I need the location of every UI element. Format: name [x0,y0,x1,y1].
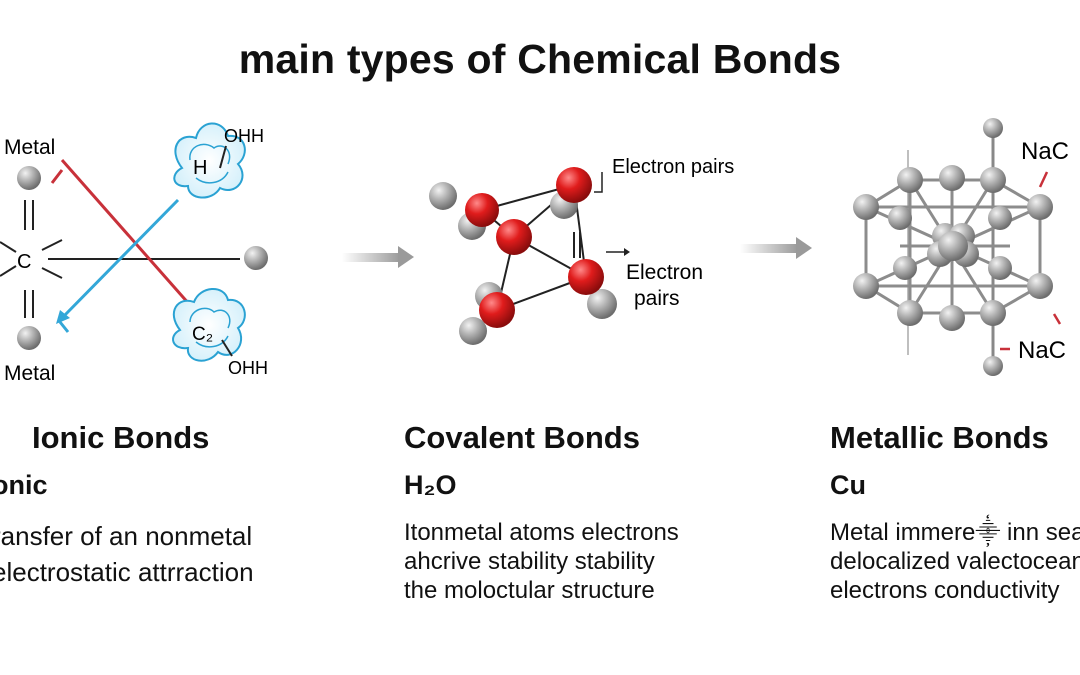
metallic-lattice: NaC NaC [853,118,1069,376]
ionic-diagram: Metal C Metal [0,122,268,385]
metal-atom [980,300,1006,326]
covalent-gray-atom [429,182,457,210]
covalent-red-atom [465,193,499,227]
covalent-diagram: Electron pairs Electron pairs [429,156,734,345]
metal-atom [983,118,1003,138]
covalent-column: Covalent Bonds H₂O Itonmetal atoms elect… [404,418,679,605]
electron-pairs-label-mid-2: pairs [634,287,680,310]
arrow-ionic-to-covalent [342,246,414,268]
bond-diagram: Metal C Metal [0,118,1069,385]
ionic-desc-line: ransfer of an nonmetal [0,521,253,551]
metallic-subheading: Cu [830,470,866,500]
orbital-top-atom: H [193,157,207,179]
metallic-desc-line: delocalized valectocean [830,548,1080,575]
covalent-desc-line: the moloctular structure [404,577,655,604]
arrow-covalent-to-metallic [740,237,812,259]
ionic-subheading: onic [0,470,48,500]
covalent-desc-line: Itonmetal atoms electrons [404,519,679,546]
covalent-red-atom [479,292,515,328]
metal-atom [853,273,879,299]
metallic-column: Metallic Bonds Cu Metal immere⸎ inn sea … [830,418,1080,605]
covalent-gray-atom [587,289,617,319]
metal-bottom-atom [17,326,41,350]
covalent-description: Itonmetal atoms electrons ahcrive stabil… [404,518,679,605]
ionic-description: ransfer of an nonmetal electrostatic att… [0,518,254,590]
metal-atom [983,356,1003,376]
metal-top-atom [17,166,41,190]
orbital-bottom-atom: C₂ [192,324,213,345]
orbital-bottom-label: OHH [228,358,268,378]
metal-atom [939,165,965,191]
covalent-red-atom [568,259,604,295]
metallic-description: Metal immere⸎ inn sea delocalized valect… [830,518,1080,605]
metal-atom [853,194,879,220]
metal-atom [888,206,912,230]
metal-atom [1027,273,1053,299]
metal-atom [897,167,923,193]
ionic-desc-line: electrostatic attrraction [0,557,254,587]
covalent-red-atom [556,167,592,203]
nacl-label-top: NaC [1021,138,1069,165]
covalent-subheading: H₂O [404,470,457,500]
metallic-heading: Metallic Bonds [830,420,1049,455]
metal-atom [980,167,1006,193]
metal-atom [897,300,923,326]
right-atom [244,246,268,270]
metallic-desc-line: Metal immere⸎ inn sea [830,519,1080,546]
carbon-atom-label: C [17,251,31,273]
orbital-cloud-top [173,122,246,199]
electron-pairs-label-top: Electron pairs [612,156,734,178]
metal-atom [988,206,1012,230]
metal-bottom-label: Metal [4,362,55,385]
metal-atom [988,256,1012,280]
ionic-column: Ionic Bonds onic ransfer of an nonmetal … [0,418,254,590]
metallic-desc-line: electrons conductivity [830,577,1060,604]
core-atom [938,231,968,261]
ionic-heading: Ionic Bonds [32,420,210,455]
covalent-gray-atom [459,317,487,345]
electron-pairs-label-mid: Electron [626,261,703,284]
covalent-red-atom [496,219,532,255]
page-title: main types of Chemical Bonds [238,36,842,82]
covalent-heading: Covalent Bonds [404,420,640,455]
metal-top-label: Metal [4,136,55,159]
red-bond-tick [50,169,64,184]
covalent-desc-line: ahcrive stability stability [404,548,655,575]
metal-atom [939,305,965,331]
orbital-top-label: OHH [224,126,264,146]
metal-atom [893,256,917,280]
nacl-label-bottom: NaC [1018,337,1066,364]
orbital-cloud-bottom [172,288,246,362]
metal-atom [1027,194,1053,220]
blue-transfer-arrow [60,198,180,320]
